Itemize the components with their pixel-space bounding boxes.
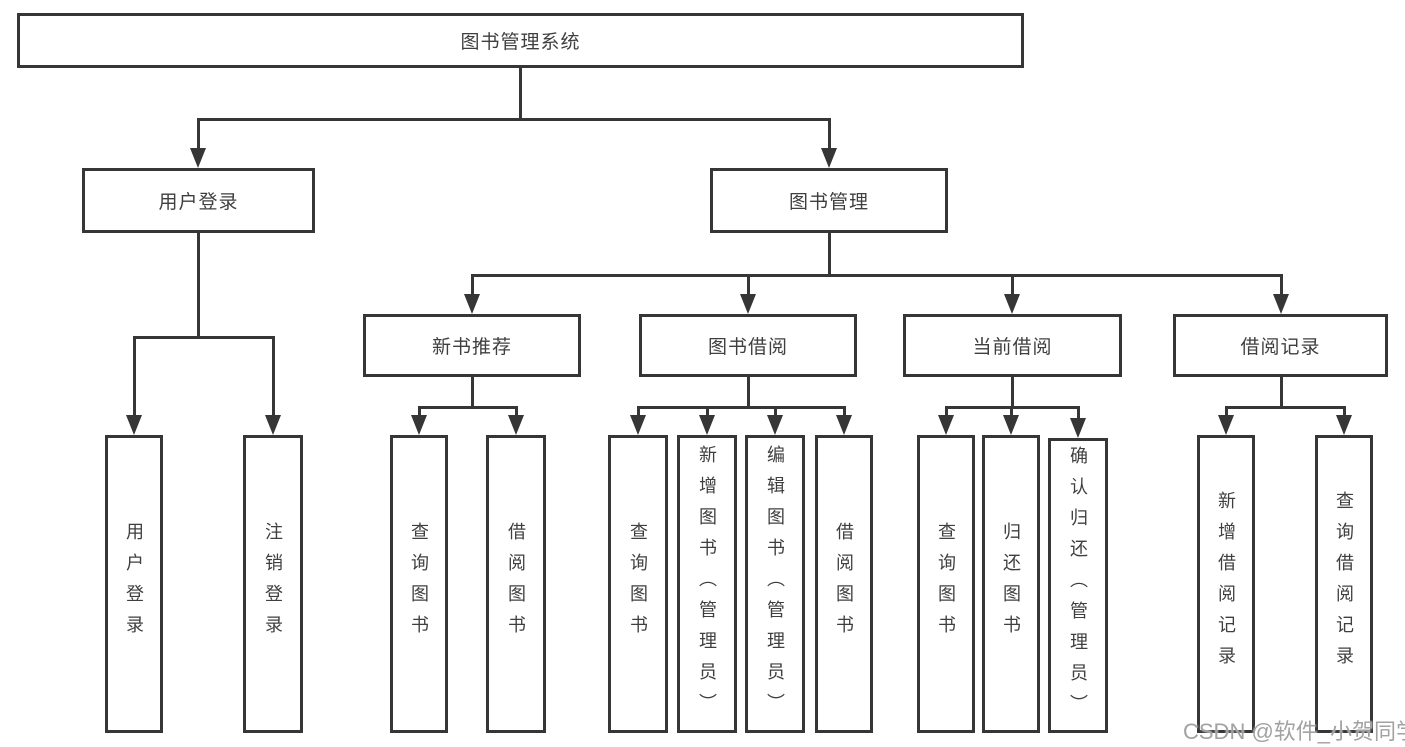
leaf-logout: 注销登录 (243, 435, 303, 733)
connector-line (519, 68, 522, 119)
leaf-label: 新增借阅记录 (1216, 491, 1236, 677)
arrow-down-icon (464, 294, 480, 314)
connector-line (196, 118, 831, 121)
connector-line (470, 276, 474, 296)
node-label: 新书推荐 (431, 337, 512, 358)
connector-line (944, 406, 1080, 409)
connector-line (705, 408, 709, 418)
leaf-query-books-borrowing: 查询图书 (608, 435, 668, 733)
leaf-add-borrow-record: 新增借阅记录 (1197, 435, 1255, 733)
arrow-down-icon (1003, 415, 1019, 435)
connector-line (132, 336, 275, 339)
leaf-label: 新增图书（管理员） (697, 444, 717, 724)
leaf-borrow-books-borrowing: 借阅图书 (815, 435, 873, 733)
node-label: 图书管理系统 (460, 32, 581, 53)
arrow-down-icon (1273, 294, 1289, 314)
arrow-down-icon (411, 415, 427, 435)
leaf-label: 编辑图书（管理员） (765, 444, 785, 724)
connector-line (132, 338, 136, 417)
leaf-user-login: 用户登录 (105, 435, 163, 733)
arrow-down-icon (938, 415, 954, 435)
leaf-label: 查询图书 (409, 522, 429, 646)
node-label: 用户登录 (158, 192, 239, 213)
connector-line (271, 338, 275, 417)
connector-line (636, 406, 846, 409)
connector-line (827, 120, 831, 150)
connector-line (944, 408, 948, 418)
leaf-add-book-admin: 新增图书（管理员） (677, 435, 737, 733)
arrow-down-icon (190, 148, 206, 168)
connector-line (196, 120, 200, 150)
node-book-borrowing: 图书借阅 (639, 314, 857, 377)
connector-line (197, 233, 200, 337)
arrow-down-icon (265, 415, 281, 435)
arrow-down-icon (767, 415, 783, 435)
leaf-query-borrow-record: 查询借阅记录 (1315, 435, 1373, 733)
node-user-login: 用户登录 (82, 168, 315, 233)
node-borrowing-records: 借阅记录 (1173, 314, 1388, 377)
connector-line (470, 274, 1283, 277)
connector-line (1010, 276, 1014, 296)
connector-line (470, 377, 474, 407)
connector-line (746, 377, 750, 407)
node-book-management: 图书管理 (710, 168, 948, 233)
leaf-label: 查询图书 (628, 522, 648, 646)
arrow-down-icon (1218, 415, 1234, 435)
connector-line (746, 276, 750, 296)
leaf-confirm-return-admin: 确认归还（管理员） (1048, 438, 1108, 733)
arrow-down-icon (740, 294, 756, 314)
leaf-label: 借阅图书 (834, 522, 854, 646)
arrow-down-icon (630, 415, 646, 435)
arrow-down-icon (821, 148, 837, 168)
arrow-down-icon (126, 415, 142, 435)
connector-line (827, 233, 831, 275)
leaf-return-book: 归还图书 (982, 435, 1040, 733)
leaf-label: 注销登录 (263, 522, 283, 646)
arrow-down-icon (508, 415, 524, 435)
connector-line (1342, 408, 1346, 418)
leaf-label: 查询借阅记录 (1334, 491, 1354, 677)
node-label: 当前借阅 (972, 337, 1053, 358)
connector-line (1224, 408, 1228, 418)
leaf-query-books-recommend: 查询图书 (390, 435, 448, 733)
node-new-book-recommend: 新书推荐 (363, 314, 581, 377)
leaf-edit-book-admin: 编辑图书（管理员） (745, 435, 805, 733)
node-label: 图书管理 (788, 192, 869, 213)
connector-line (1224, 406, 1346, 409)
watermark: CSDN @软件_小贺同学 (1183, 719, 1405, 744)
leaf-label: 归还图书 (1001, 522, 1021, 646)
arrow-down-icon (699, 415, 715, 435)
connector-line (773, 408, 777, 418)
connector-line (1010, 377, 1014, 407)
connector-line (1279, 377, 1283, 407)
arrow-down-icon (1336, 415, 1352, 435)
node-label: 借阅记录 (1240, 337, 1321, 358)
connector-line (1279, 276, 1283, 296)
arrow-down-icon (836, 415, 852, 435)
connector-line (417, 406, 518, 409)
arrow-down-icon (1070, 418, 1086, 438)
connector-line (514, 408, 518, 418)
leaf-label: 用户登录 (124, 522, 144, 646)
node-library-management-system: 图书管理系统 (17, 13, 1024, 68)
leaf-label: 确认归还（管理员） (1068, 446, 1088, 725)
node-label: 图书借阅 (707, 337, 788, 358)
leaf-label: 查询图书 (936, 522, 956, 646)
leaf-label: 借阅图书 (506, 522, 526, 646)
connector-line (1076, 408, 1080, 418)
connector-line (1009, 408, 1013, 418)
connector-line (636, 408, 640, 418)
connector-line (842, 408, 846, 418)
connector-line (417, 408, 421, 418)
arrow-down-icon (1004, 294, 1020, 314)
leaf-borrow-books-recommend: 借阅图书 (486, 435, 546, 733)
leaf-query-books-current: 查询图书 (917, 435, 975, 733)
node-current-borrowing: 当前借阅 (903, 314, 1122, 377)
